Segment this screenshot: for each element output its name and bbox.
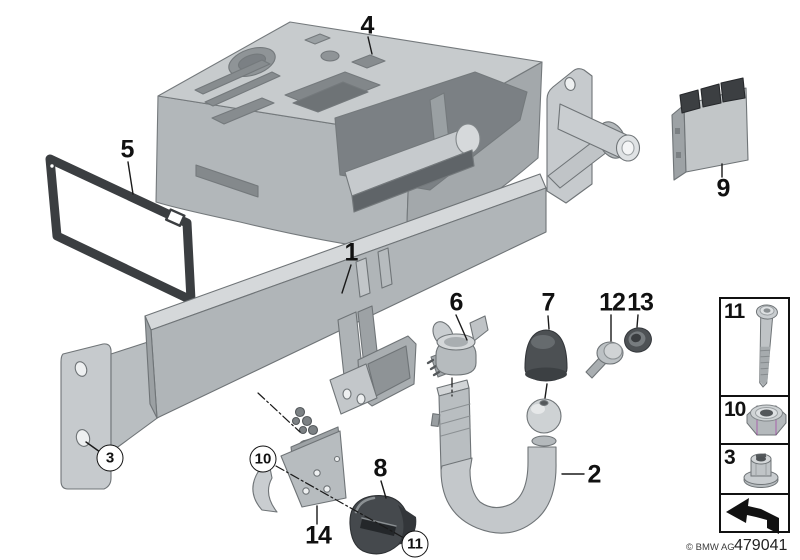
legend-label-3: 3	[724, 446, 736, 469]
ball-cover-art	[524, 329, 568, 382]
callout-4[interactable]: 4	[360, 11, 375, 40]
callout-1[interactable]: 1	[344, 238, 359, 267]
legend-item-bolt[interactable]: 11	[721, 299, 788, 397]
callout-11-circled[interactable]: 11	[401, 530, 429, 558]
grommet-art	[624, 327, 652, 353]
crossbar-art	[60, 68, 641, 490]
control-module-art	[671, 77, 749, 181]
callout-13[interactable]: 13	[627, 288, 654, 317]
release-bracket-art	[252, 426, 347, 513]
foam-tray-art	[155, 21, 543, 253]
callout-14[interactable]: 14	[305, 521, 332, 550]
fasteners-legend: 11 10	[719, 297, 790, 534]
legend-item-nut[interactable]: 10	[721, 397, 788, 445]
callout-3-circled[interactable]: 3	[96, 444, 124, 472]
callout-2[interactable]: 2	[587, 460, 602, 489]
legend-label-11: 11	[724, 300, 745, 323]
callout-9[interactable]: 9	[716, 174, 731, 203]
assembly-axis-lines	[257, 377, 453, 539]
diagram-number: 479041	[734, 537, 788, 554]
plug-pin-art	[585, 341, 624, 379]
direction-arrow-icon	[726, 498, 779, 534]
socket-holder-art	[426, 315, 489, 378]
legend-item-direction	[721, 495, 788, 534]
callout-6[interactable]: 6	[449, 288, 464, 317]
collar-nut-icon	[743, 453, 779, 488]
callout-7[interactable]: 7	[541, 288, 556, 317]
callout-10-circled[interactable]: 10	[249, 445, 277, 473]
copyright-text: © BMW AG	[686, 542, 735, 553]
leader-lines	[85, 36, 723, 525]
legend-label-10: 10	[724, 398, 746, 421]
legend-item-collar-nut[interactable]: 3	[721, 445, 788, 495]
callout-5[interactable]: 5	[120, 135, 135, 164]
towball-art	[430, 379, 562, 534]
callout-12[interactable]: 12	[599, 288, 626, 317]
callout-8[interactable]: 8	[373, 454, 388, 483]
hex-nut-icon	[746, 404, 787, 436]
hex-bolt-icon	[755, 304, 778, 388]
